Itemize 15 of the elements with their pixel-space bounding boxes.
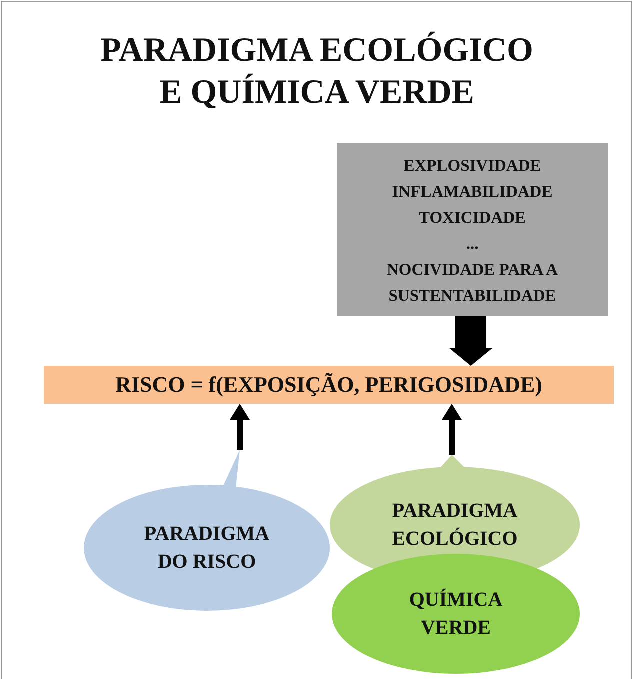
hazard-item: ... <box>465 233 480 255</box>
ellipse-text: QUÍMICA VERDE <box>408 588 504 641</box>
hazard-item: NOCIVIDADE PARA A SUSTENTABILIDADE <box>386 259 560 307</box>
callout-text: PARADIGMA ECOLÓGICO <box>391 499 519 552</box>
arrow <box>449 316 493 366</box>
hazard-item: INFLAMABILIDADE <box>391 181 554 203</box>
hazard-item: EXPLOSIVIDADE <box>402 155 542 177</box>
hazard-list-box <box>337 143 608 316</box>
risk-formula-bar <box>44 366 614 404</box>
arrow <box>442 404 462 455</box>
diagram-title: PARADIGMA ECOLÓGICO E QUÍMICA VERDE <box>100 30 534 113</box>
hazard-item: TOXICIDADE <box>418 207 527 229</box>
callout-text: PARADIGMA DO RISCO <box>143 522 271 575</box>
risk-formula: RISCO = f(EXPOSIÇÃO, PERIGOSIDADE) <box>114 371 544 399</box>
arrow <box>230 404 250 450</box>
